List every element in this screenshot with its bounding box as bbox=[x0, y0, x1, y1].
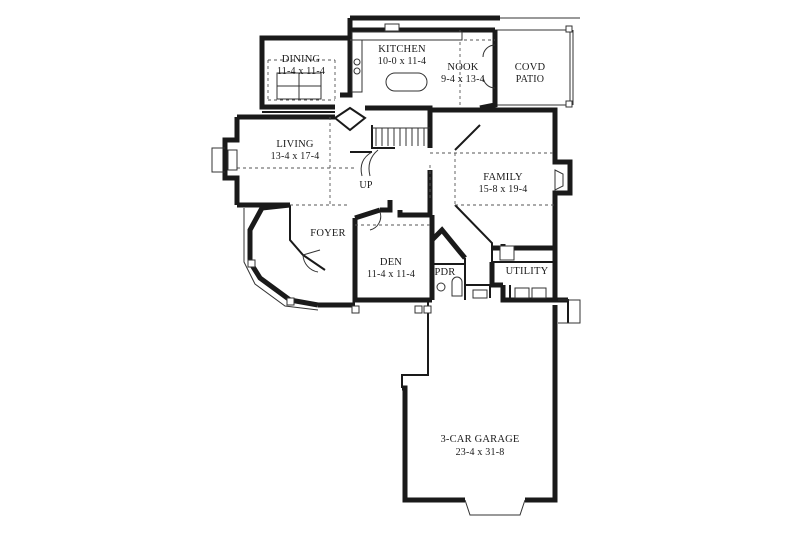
utility-label: UTILITY bbox=[506, 266, 549, 277]
porch-column bbox=[247, 259, 256, 268]
kitchen-island bbox=[385, 72, 428, 92]
den-label: DEN bbox=[380, 257, 402, 268]
stair-treads bbox=[360, 127, 430, 177]
kitchen-label: KITCHEN bbox=[378, 44, 426, 55]
pdr-sink bbox=[451, 276, 463, 297]
patio-dims: PATIO bbox=[516, 74, 544, 85]
nook-door bbox=[482, 75, 496, 89]
room-labels: DINING 11-4 x 11-4 KITCHEN 10-0 x 11-4 N… bbox=[271, 44, 549, 458]
porch-column bbox=[286, 297, 295, 306]
nook-door bbox=[482, 44, 496, 58]
family-dims: 15-8 x 19-4 bbox=[479, 184, 528, 195]
nook-label: NOOK bbox=[447, 62, 478, 73]
kitchen-sink bbox=[384, 23, 400, 32]
kitchen-dims: 10-0 x 11-4 bbox=[378, 56, 427, 67]
den-door bbox=[369, 211, 382, 231]
garage-steps bbox=[472, 289, 488, 299]
dryer bbox=[514, 287, 530, 299]
stairs-up-label: UP bbox=[359, 180, 372, 191]
kitchen-side-counter bbox=[351, 39, 363, 93]
dining-dims: 11-4 x 11-4 bbox=[277, 66, 325, 77]
family-label: FAMILY bbox=[483, 172, 523, 183]
patio-label: COVD bbox=[515, 62, 546, 73]
living-label: LIVING bbox=[276, 139, 314, 150]
den-dims: 11-4 x 11-4 bbox=[367, 269, 415, 280]
pdr-label: PDR bbox=[434, 267, 455, 278]
porch-column bbox=[351, 305, 360, 314]
garage-label: 3-CAR GARAGE bbox=[440, 434, 519, 445]
garage-dims: 23-4 x 31-8 bbox=[456, 447, 505, 458]
cooktop-burner bbox=[353, 58, 361, 66]
utility-sink bbox=[531, 287, 547, 299]
foyer-label: FOYER bbox=[310, 228, 345, 239]
living-dims: 13-4 x 17-4 bbox=[271, 151, 320, 162]
porch-column bbox=[414, 305, 423, 314]
fixtures bbox=[227, 23, 573, 314]
pdr-toilet bbox=[436, 282, 446, 292]
entry-door bbox=[302, 254, 319, 273]
family-fireplace bbox=[554, 169, 564, 191]
dining-label: DINING bbox=[282, 54, 321, 65]
kitchen-counter bbox=[351, 31, 463, 41]
patio-column bbox=[565, 100, 573, 108]
nook-dims: 9-4 x 13-4 bbox=[441, 74, 485, 85]
porch-column bbox=[423, 305, 432, 314]
living-fireplace-hearth bbox=[227, 149, 238, 171]
cooktop-burner bbox=[353, 67, 361, 75]
patio-column bbox=[565, 25, 573, 33]
washer bbox=[499, 245, 515, 261]
